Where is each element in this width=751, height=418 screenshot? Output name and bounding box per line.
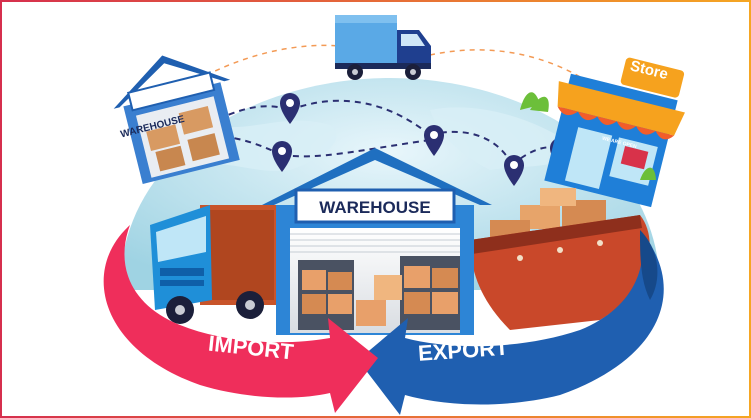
warehouse-sign-text: WAREHOUSE	[319, 198, 430, 217]
semi-truck-icon	[150, 205, 280, 324]
import-arrow	[103, 225, 378, 413]
plant-decoration	[520, 92, 656, 180]
main-warehouse	[262, 148, 492, 335]
map-pin-icon	[504, 155, 524, 186]
warehouse-icon	[113, 55, 240, 185]
cargo-ship-icon	[470, 188, 650, 330]
map-pin-icon	[424, 125, 444, 156]
map-pin-icon	[280, 93, 300, 124]
map-pin-icon	[272, 141, 292, 172]
cargo-boxes	[302, 266, 458, 326]
delivery-truck-icon	[335, 15, 431, 80]
export-arrow	[358, 230, 664, 415]
